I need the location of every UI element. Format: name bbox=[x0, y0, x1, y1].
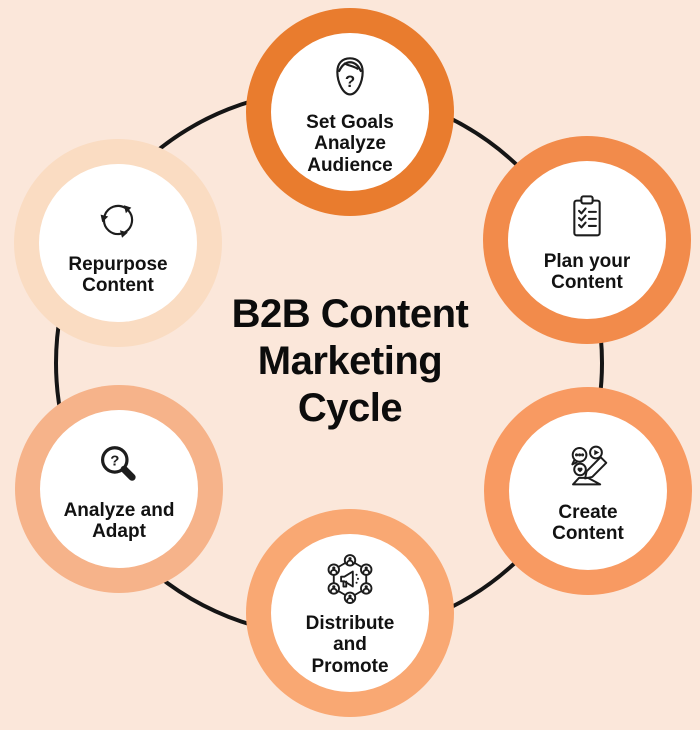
node-label-line: Content bbox=[552, 523, 624, 544]
svg-text:?: ? bbox=[110, 452, 119, 469]
content-creation-icon bbox=[558, 438, 618, 498]
node-label-line: Analyze bbox=[314, 133, 386, 155]
node-label-line: Content bbox=[551, 272, 623, 293]
title-line-1: B2B Content bbox=[231, 292, 469, 336]
node-label-line: Repurpose bbox=[68, 253, 168, 275]
node-label-line: and bbox=[333, 634, 367, 656]
title-line-2: Marketing bbox=[257, 339, 443, 383]
node-label-line: Analyze and bbox=[63, 499, 175, 521]
megaphone-network-icon bbox=[320, 549, 380, 609]
title-line-3: Cycle bbox=[297, 386, 403, 430]
node-label-line: Content bbox=[82, 275, 154, 296]
magnifier-question-icon: ? bbox=[89, 436, 149, 496]
svg-text:?: ? bbox=[345, 72, 355, 91]
node-label-line: Distribute bbox=[305, 612, 395, 634]
clipboard-checklist-icon bbox=[557, 187, 617, 247]
node-label-line: Adapt bbox=[92, 521, 146, 542]
recycle-icon bbox=[88, 190, 148, 250]
node-label-line: Create bbox=[558, 501, 618, 523]
page-title: B2B Content Marketing Cycle bbox=[0, 291, 700, 432]
person-question-icon: ? bbox=[320, 48, 380, 108]
node-label-line: Audience bbox=[307, 154, 393, 176]
node-label-line: Promote bbox=[311, 655, 389, 677]
node-label-line: Set Goals bbox=[306, 111, 394, 133]
node-label-line: Plan your bbox=[543, 250, 631, 272]
